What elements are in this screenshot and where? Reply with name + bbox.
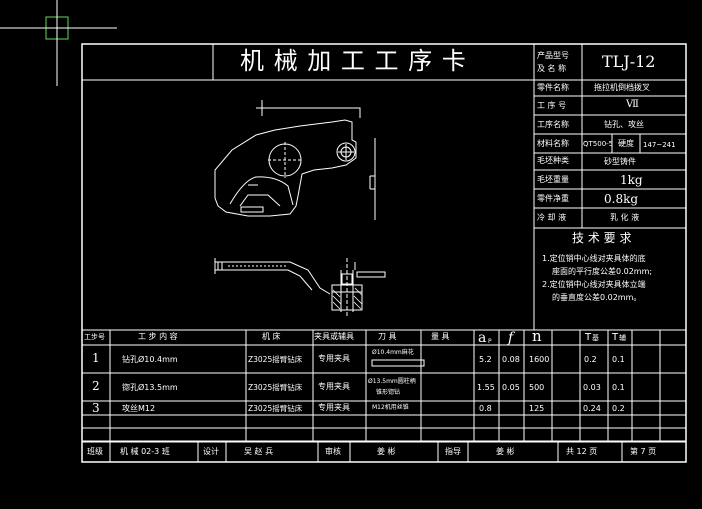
row-machine: Z3025摇臂钻床 — [248, 355, 303, 364]
header-f: f — [508, 330, 514, 346]
row-tf: 0.2 — [612, 404, 625, 413]
header-step-no: 工步号 — [84, 333, 105, 341]
footer-review-label: 审核 — [325, 447, 341, 456]
header-tool: 刀 具 — [378, 332, 397, 341]
product-code: TLJ-12 — [602, 52, 656, 71]
blank-type-value: 砂型铸件 — [604, 157, 636, 166]
tech-title: 技 术 要 求 — [572, 231, 632, 245]
product-label-line2: 及 名 称 — [537, 64, 567, 73]
row-f: 0.08 — [502, 355, 520, 364]
blank-type-label: 毛坯种类 — [537, 156, 569, 165]
row-n: 125 — [529, 404, 545, 413]
row-tool: Ø10.4mm麻花 — [372, 349, 414, 356]
tech-req1-line2: 座面的平行度公差0.02mm; — [552, 267, 653, 276]
row-content: 锪孔Ø13.5mm — [122, 383, 178, 392]
part-name-label: 零件名称 — [537, 83, 569, 92]
row-n: 1600 — [529, 355, 550, 364]
row-f: 0.05 — [502, 383, 520, 392]
cursor-crosshair-lines — [0, 0, 117, 86]
footer-class-label: 班级 — [87, 447, 103, 456]
row-content: 攻丝M12 — [122, 404, 156, 413]
header-gauge: 量 具 — [431, 332, 450, 341]
coolant-value: 乳 化 液 — [610, 213, 640, 222]
drill-bit-icon — [371, 359, 425, 367]
row-no: 3 — [92, 401, 100, 415]
tech-req2-line1: 2.定位销中心线对夹具体立端 — [542, 280, 646, 289]
part-drawing-section-view — [214, 258, 386, 318]
process-no-value: Ⅶ — [626, 99, 639, 110]
row-tj: 0.24 — [583, 404, 601, 413]
row-no: 2 — [92, 379, 100, 393]
row-fixture: 专用夹具 — [318, 403, 350, 412]
process-name-label: 工序名称 — [537, 120, 569, 129]
row-tool: M12机用丝锥 — [372, 404, 409, 411]
product-label-line1: 产品型号 — [537, 51, 569, 60]
footer-guide-label: 指导 — [445, 447, 461, 456]
row-machine: Z3025摇臂钻床 — [248, 404, 303, 413]
header-n: n — [532, 327, 542, 345]
process-no-label: 工 序 号 — [537, 101, 567, 110]
header-tf-sub: 辅 — [619, 334, 626, 342]
tech-req1-line1: 1.定位销中心线对夹具体的底 — [542, 254, 646, 263]
part-name-value: 拖拉机倒档拨叉 — [594, 83, 650, 92]
header-ap: a — [478, 330, 487, 346]
header-machine: 机 床 — [262, 332, 281, 341]
header-tf: T — [612, 332, 619, 343]
part-drawing-top-view — [214, 100, 376, 220]
header-tj: T — [585, 332, 592, 343]
row-tool-line2: 锥形锪钻 — [376, 389, 401, 396]
row-ap: 0.8 — [479, 404, 492, 413]
header-ap-sub: P — [488, 338, 492, 345]
header-fixture: 夹具或辅具 — [314, 332, 354, 341]
net-weight-label: 零件净重 — [537, 194, 569, 203]
row-n: 500 — [529, 383, 545, 392]
process-name-value: 钻孔、攻丝 — [604, 120, 644, 129]
row-tj: 0.03 — [583, 383, 601, 392]
hardness-value: 147~241 — [643, 141, 676, 149]
footer-design-value: 吴 赵 兵 — [244, 447, 274, 456]
tech-req2-line2: 的垂直度公差0.02mm。 — [552, 293, 642, 302]
row-tool: Ø13.5mm圆柱柄 — [368, 378, 416, 385]
footer-total-pages: 共 12 页 — [566, 447, 598, 456]
footer-design-label: 设计 — [203, 447, 219, 456]
footer-review-value: 姜 彬 — [377, 447, 396, 456]
net-weight-value: 0.8kg — [604, 192, 639, 206]
blank-weight-label: 毛坯重量 — [537, 175, 569, 184]
footer-class-value: 机 械 02-3 班 — [120, 447, 170, 456]
header-tj-sub: 基 — [592, 334, 599, 342]
row-ap: 5.2 — [479, 355, 492, 364]
coolant-label: 冷 却 液 — [537, 213, 567, 222]
header-content: 工 步 内 容 — [138, 332, 178, 341]
blank-weight-value: 1kg — [620, 173, 643, 187]
hardness-label: 硬度 — [618, 139, 634, 148]
row-content: 钻孔Ø10.4mm — [122, 355, 178, 364]
row-tj: 0.2 — [584, 355, 597, 364]
row-tf: 0.1 — [612, 355, 625, 364]
row-machine: Z3025摇臂钻床 — [248, 383, 303, 392]
row-fixture: 专用夹具 — [318, 382, 350, 391]
material-label: 材料名称 — [537, 139, 569, 148]
process-card-frame — [81, 43, 687, 463]
row-fixture: 专用夹具 — [318, 354, 350, 363]
footer-guide-value: 姜 彬 — [496, 447, 515, 456]
material-value: QT500-5 — [583, 140, 614, 148]
row-tf: 0.1 — [612, 383, 625, 392]
card-title: 机 械 加 工 工 序 卡 — [240, 47, 467, 75]
footer-page-no: 第 7 页 — [630, 447, 657, 456]
row-no: 1 — [92, 351, 100, 365]
row-ap: 1.55 — [477, 383, 495, 392]
